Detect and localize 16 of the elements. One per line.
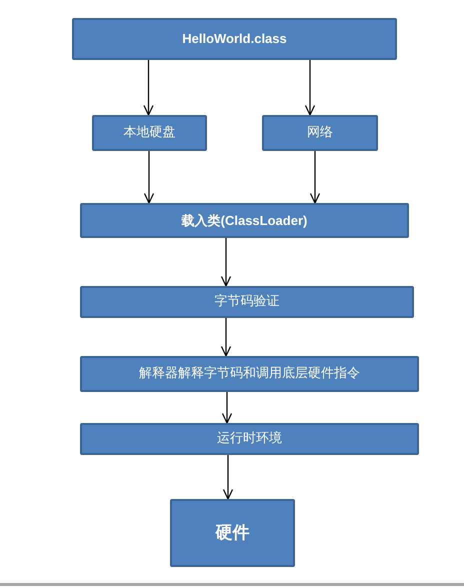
arrow — [144, 151, 154, 204]
arrow — [304, 60, 316, 116]
arrow — [220, 318, 232, 357]
arrow — [143, 60, 154, 116]
arrow — [222, 455, 234, 500]
process-box: 载入类(ClassLoader) — [80, 203, 409, 238]
process-box: HelloWorld.class — [72, 18, 397, 60]
arrow — [222, 392, 232, 424]
process-box: 本地硬盘 — [92, 115, 207, 151]
process-box: 硬件 — [170, 499, 295, 567]
process-box: 解释器解释字节码和调用底层硬件指令 — [80, 356, 419, 392]
arrow — [310, 151, 320, 204]
process-box: 网络 — [262, 115, 378, 151]
arrow — [220, 238, 232, 287]
process-box: 字节码验证 — [80, 286, 414, 318]
process-box: 运行时环境 — [80, 423, 419, 455]
